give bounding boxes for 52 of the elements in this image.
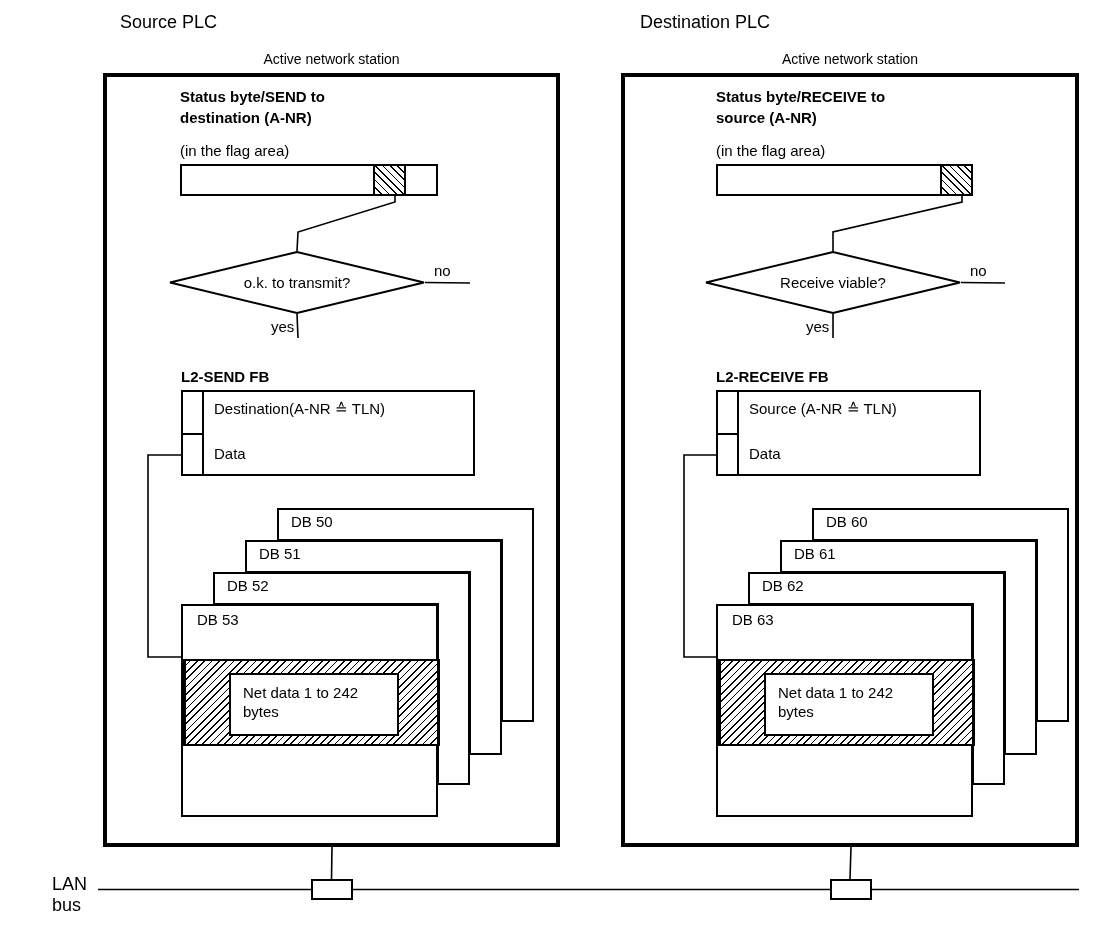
status-byte-note: (in the flag area) (716, 142, 826, 159)
parameter-label: Source (A-NR ≙ TLN) (749, 400, 897, 418)
block-label: DB 50 (291, 513, 333, 530)
block-title: L2-SEND FB (181, 368, 270, 385)
station-heading: Destination PLC (640, 12, 771, 33)
station-heading: Source PLC (120, 12, 218, 33)
connector-line (960, 281, 1006, 284)
decision-label: o.k. to transmit? (242, 272, 352, 293)
block-title: L2-RECEIVE FB (716, 368, 829, 385)
connector-line (683, 454, 717, 658)
data-block (780, 540, 1037, 755)
connector-line (330, 846, 333, 880)
data-area-band (718, 659, 975, 746)
parameter-label: Data (214, 445, 246, 462)
connector-line (147, 454, 182, 658)
data-block (716, 604, 973, 817)
connector-line (296, 195, 396, 252)
data-block (181, 604, 438, 817)
bus-line (871, 888, 1080, 891)
connector-line (296, 313, 299, 339)
block-label: DB 52 (227, 577, 269, 594)
status-bit-cell (373, 164, 406, 196)
station-caption: Active network station (262, 51, 401, 67)
connector-line (424, 281, 471, 284)
status-byte-heading: Status byte/SEND to destination (A-NR) (180, 87, 327, 128)
decision-diamond (169, 251, 425, 314)
decision-label: Receive viable? (779, 272, 887, 293)
data-area-band (183, 659, 440, 746)
block-label: DB 63 (732, 611, 774, 628)
block-label: DB 61 (794, 545, 836, 562)
status-bit-cell (940, 164, 973, 196)
block-label: DB 51 (259, 545, 301, 562)
status-byte-note: (in the flag area) (180, 142, 290, 159)
data-block (245, 540, 502, 755)
bus-connector (830, 879, 872, 900)
bus-line (352, 888, 831, 891)
status-byte-heading: Status byte/RECEIVE to source (A-NR) (716, 87, 887, 128)
net-data-box: Net data 1 to 242 bytes (764, 673, 934, 736)
bus-line (97, 888, 312, 891)
connector-line (849, 846, 852, 880)
station-caption: Active network station (780, 51, 920, 67)
parameter-label: Destination(A-NR ≙ TLN) (214, 400, 386, 418)
net-data-box: Net data 1 to 242 bytes (229, 673, 399, 736)
connector-line (832, 195, 963, 252)
parameter-label: Data (749, 445, 781, 462)
bus-label: LAN bus (52, 874, 98, 918)
block-label: DB 53 (197, 611, 239, 628)
bus-connector (311, 879, 353, 900)
decision-diamond (705, 251, 961, 314)
block-label: DB 60 (826, 513, 868, 530)
block-label: DB 62 (762, 577, 804, 594)
connector-line (832, 313, 834, 339)
